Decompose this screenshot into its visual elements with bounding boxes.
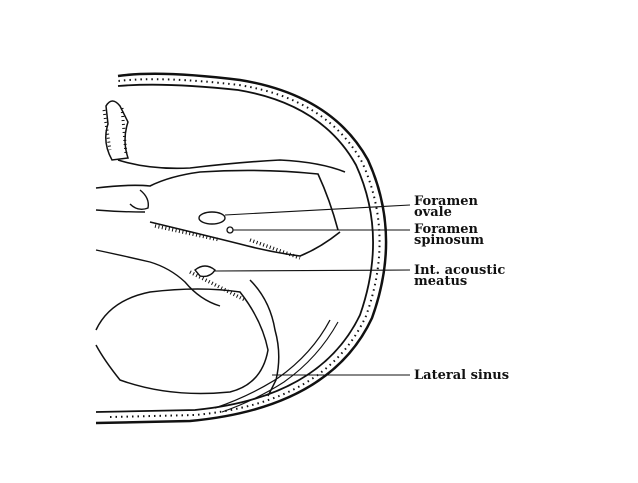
anterior-clinoid [129, 189, 150, 211]
posterior-fossa-contour [95, 288, 269, 395]
petrous-stipple [154, 224, 301, 302]
label-int-acoustic-meatus: Int. acoustic meatus [414, 263, 506, 289]
label-int-acoustic-meatus-line1: Int. acoustic [414, 263, 506, 278]
foramen-ovale-shape [198, 211, 226, 225]
anterior-wall-stipple [105, 100, 130, 161]
petrous-ridge [149, 221, 341, 257]
leader-foramen-ovale [224, 204, 411, 216]
sphenoid-ridge [117, 159, 346, 173]
label-int-acoustic-meatus-line2: meatus [414, 274, 468, 289]
occipital-ridge [249, 279, 280, 397]
label-foramen-spinosum: Foramen spinosum [414, 222, 484, 248]
foramen-spinosum-shape [226, 226, 234, 234]
label-lateral-sinus: Lateral sinus [414, 368, 510, 383]
label-foramen-ovale-line1: Foramen [414, 194, 478, 209]
inner-skull-outline [95, 83, 374, 413]
internal-acoustic-meatus-shape [194, 265, 216, 278]
label-foramen-spinosum-line1: Foramen [414, 222, 478, 237]
anterior-stipple-dots [102, 107, 128, 155]
clivus-edge [95, 249, 221, 307]
lateral-sinus-groove-inner [221, 321, 339, 413]
midline-edge [95, 209, 146, 213]
label-lateral-sinus-line1: Lateral sinus [414, 368, 510, 383]
leader-int-acoustic-meatus [214, 269, 411, 272]
label-foramen-ovale: Foramen ovale [414, 194, 478, 220]
diploe-dots [109, 78, 381, 418]
lateral-sinus-groove [214, 319, 331, 409]
outer-skull-outline [95, 72, 388, 425]
label-foramen-spinosum-line2: spinosum [414, 233, 484, 248]
label-foramen-ovale-line2: ovale [414, 205, 452, 220]
middle-fossa-contour [95, 169, 339, 231]
